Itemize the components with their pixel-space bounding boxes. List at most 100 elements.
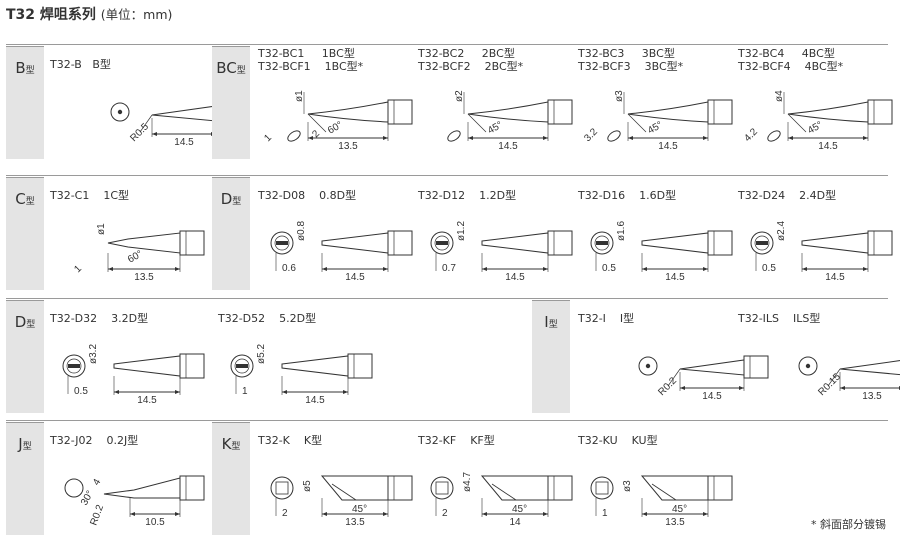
type-tag-d08: D型 bbox=[212, 177, 250, 290]
tip-end-view bbox=[64, 478, 84, 498]
model-name: T32-KF KF型 bbox=[418, 434, 495, 447]
tip-shank bbox=[387, 99, 413, 125]
tip-end-view bbox=[110, 102, 130, 122]
length-label: 14.5 bbox=[818, 141, 838, 152]
chisel-face bbox=[436, 241, 448, 245]
arrow-head bbox=[642, 512, 647, 516]
diameter-label: ø4.7 bbox=[462, 472, 473, 492]
angle-label: 30° bbox=[79, 489, 96, 508]
tip-body bbox=[107, 232, 181, 254]
tip-blade bbox=[320, 475, 389, 501]
tip-body bbox=[281, 355, 349, 377]
tip-cell-d16: T32-D16 1.6D型 ø1.6 0.5 14.5 bbox=[572, 177, 733, 289]
arrow-head bbox=[343, 390, 348, 394]
type-suffix: 型 bbox=[232, 197, 242, 207]
type-tag-label: I型 bbox=[532, 313, 570, 331]
diameter-label: ø5 bbox=[302, 480, 313, 492]
length-label: 10.5 bbox=[145, 517, 165, 528]
arrow-head bbox=[175, 512, 180, 516]
model-name: T32-KU KU型 bbox=[578, 434, 658, 447]
arrow-head bbox=[642, 267, 647, 271]
arrow-head bbox=[175, 390, 180, 394]
model-name: T32-I I型 bbox=[578, 312, 635, 325]
type-letter: I bbox=[544, 313, 549, 331]
tip-shank bbox=[387, 230, 413, 256]
diameter-label: ø1.6 bbox=[616, 221, 627, 241]
diameter-label: ø1 bbox=[294, 90, 305, 102]
tip-body bbox=[787, 101, 869, 123]
tip-shank bbox=[547, 230, 573, 256]
length-label: 13.5 bbox=[134, 272, 154, 283]
length-label: 14.5 bbox=[505, 272, 525, 283]
type-letter: J bbox=[18, 435, 23, 453]
chisel-face bbox=[276, 241, 288, 245]
tip-blade bbox=[480, 475, 549, 501]
length-label: 14.5 bbox=[665, 272, 685, 283]
chisel-face bbox=[236, 364, 248, 368]
tip-shank bbox=[347, 353, 373, 379]
face-label: 4.2 bbox=[742, 126, 760, 144]
arrow-head bbox=[739, 386, 744, 390]
tip-body bbox=[103, 477, 181, 499]
diameter-label: ø2.4 bbox=[776, 221, 787, 241]
tip-drawing: ø3 45° 1 13.5 bbox=[590, 475, 733, 528]
arrow-head bbox=[543, 136, 548, 140]
diameter-label: ø0.8 bbox=[296, 221, 307, 241]
model-name: T32-ILS ILS型 bbox=[738, 312, 821, 325]
tip-end-point bbox=[805, 363, 811, 369]
angle-label: 45° bbox=[486, 120, 505, 137]
model-name: T32-J02 0.2J型 bbox=[50, 434, 139, 447]
arrow-head bbox=[863, 267, 868, 271]
width-label: 0.5 bbox=[602, 263, 616, 274]
tip-end-view bbox=[430, 231, 454, 255]
type-letter: C bbox=[15, 190, 26, 208]
model-name: T32-K K型 bbox=[258, 434, 323, 447]
tip-drawing: ø4.745°214 bbox=[430, 472, 573, 528]
length-label: 13.5 bbox=[665, 517, 685, 528]
model-name: T32-BC4 4BC型 T32-BCF4 4BC型* bbox=[738, 47, 844, 73]
type-tag-i: I型 bbox=[532, 300, 570, 413]
arrow-head bbox=[628, 136, 633, 140]
model-name: T32-D12 1.2D型 bbox=[418, 189, 517, 202]
tip-drawing: ø0.80.614.5 bbox=[270, 221, 413, 283]
type-tag-label: K型 bbox=[212, 435, 250, 453]
tip-body bbox=[467, 101, 549, 123]
arrow-head bbox=[482, 512, 487, 516]
depth-label: 4 bbox=[91, 477, 104, 488]
arrow-head bbox=[383, 512, 388, 516]
arrow-head bbox=[175, 267, 180, 271]
model-name: T32-D16 1.6D型 bbox=[578, 189, 677, 202]
tip-body bbox=[321, 232, 389, 254]
bevel-face bbox=[607, 130, 621, 142]
radius-label: R0.15 bbox=[816, 371, 843, 398]
model-name: T32-BC1 1BC型 T32-BCF1 1BC型* bbox=[258, 47, 364, 73]
row-separator bbox=[6, 44, 888, 45]
width-label: 1 bbox=[602, 508, 608, 519]
arrow-head bbox=[108, 267, 113, 271]
tip-body bbox=[481, 232, 549, 254]
diameter-label: ø3 bbox=[622, 480, 633, 492]
width-label: 1 bbox=[242, 386, 248, 397]
face-label: 3.2 bbox=[582, 126, 600, 144]
tip-drawing: ø3.20.514.5 bbox=[62, 344, 205, 406]
tip-cone bbox=[151, 105, 217, 122]
arrow-head bbox=[322, 267, 327, 271]
type-suffix: 型 bbox=[26, 320, 36, 330]
tip-shank bbox=[707, 99, 733, 125]
model-name: T32-D52 5.2D型 bbox=[218, 312, 317, 325]
length-label: 14.5 bbox=[137, 395, 157, 406]
tip-shank bbox=[707, 230, 733, 256]
type-tag-b: B型 bbox=[6, 46, 44, 159]
angle-label: 45° bbox=[672, 504, 687, 515]
diameter-label: ø2 bbox=[454, 90, 465, 102]
length-label: 14.5 bbox=[345, 272, 365, 283]
width-label: 2 bbox=[442, 508, 448, 519]
